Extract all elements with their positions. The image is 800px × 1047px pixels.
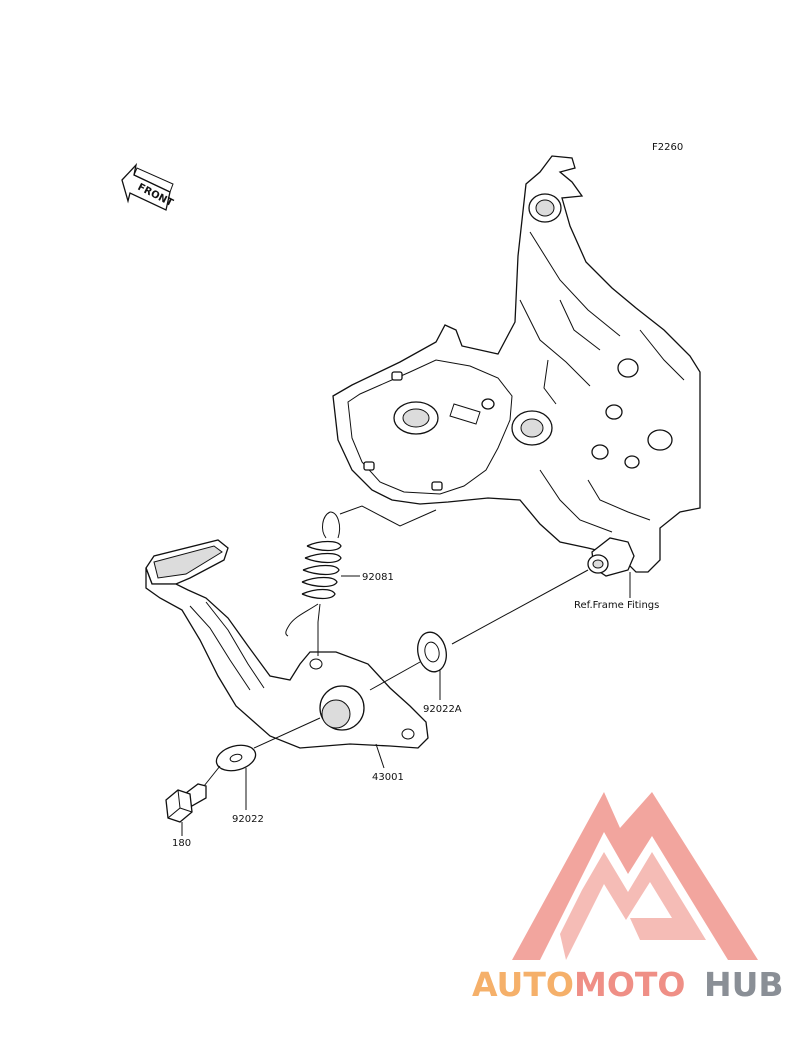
bolt-180: [165, 783, 207, 823]
logo-auto: AUTO: [472, 965, 574, 1004]
return-spring: [285, 511, 342, 637]
automotohub-logo: AUTO MOTO HUB: [472, 792, 784, 1004]
washer-92022a: [417, 631, 447, 673]
front-arrow-icon: FRONT: [121, 162, 175, 211]
label-92022: 92022: [232, 814, 264, 825]
label-frame-fittings: Ref.Frame Fitings: [574, 600, 659, 611]
label-92081: 92081: [362, 572, 394, 583]
logo-hub: HUB: [704, 965, 784, 1004]
label-92022a: 92022A: [423, 704, 462, 715]
label-43001: 43001: [372, 772, 404, 783]
diagram-code: F2260: [652, 142, 683, 153]
logo-moto: MOTO: [574, 965, 685, 1004]
leader-lines: [181, 505, 631, 836]
washer-92022: [215, 744, 257, 772]
label-180: 180: [172, 838, 191, 849]
brake-pedal: [145, 539, 429, 749]
frame-bracket: [332, 155, 701, 577]
